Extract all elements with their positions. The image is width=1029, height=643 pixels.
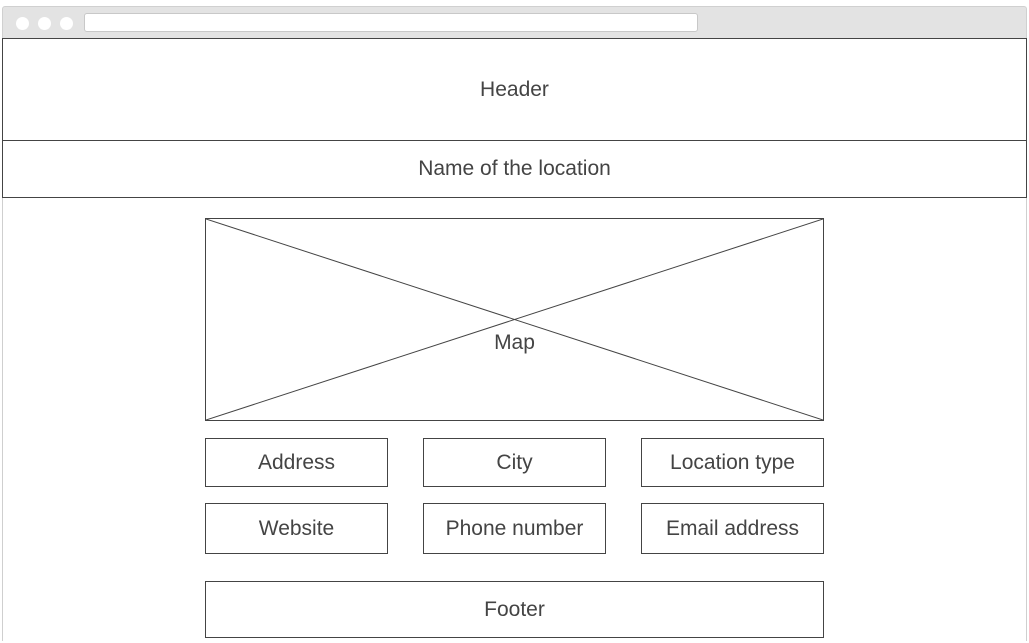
location-name-bar: Name of the location <box>2 140 1027 198</box>
window-close-dot[interactable] <box>16 17 29 30</box>
location-name-label: Name of the location <box>418 157 611 180</box>
address-bar[interactable] <box>84 13 698 32</box>
footer-label: Footer <box>484 597 545 621</box>
page-header: Header <box>2 38 1027 141</box>
window-maximize-dot[interactable] <box>60 17 73 30</box>
map-placeholder[interactable]: Map <box>205 218 824 421</box>
address-field: Address <box>205 438 388 487</box>
location-type-field: Location type <box>641 438 824 487</box>
browser-toolbar <box>2 6 1027 38</box>
email-address-field[interactable]: Email address <box>641 503 824 554</box>
phone-number-label: Phone number <box>445 516 584 540</box>
window-minimize-dot[interactable] <box>38 17 51 30</box>
browser-viewport <box>2 38 1027 641</box>
website-field[interactable]: Website <box>205 503 388 554</box>
city-label: City <box>496 450 533 474</box>
website-label: Website <box>258 516 335 540</box>
header-label: Header <box>480 77 549 101</box>
page-footer: Footer <box>205 581 824 638</box>
address-label: Address <box>257 450 336 474</box>
image-placeholder-cross <box>206 219 823 420</box>
city-field: City <box>423 438 606 487</box>
phone-number-field: Phone number <box>423 503 606 554</box>
email-address-label: Email address <box>665 516 800 540</box>
map-label: Map <box>494 331 535 354</box>
location-type-label: Location type <box>670 450 795 474</box>
